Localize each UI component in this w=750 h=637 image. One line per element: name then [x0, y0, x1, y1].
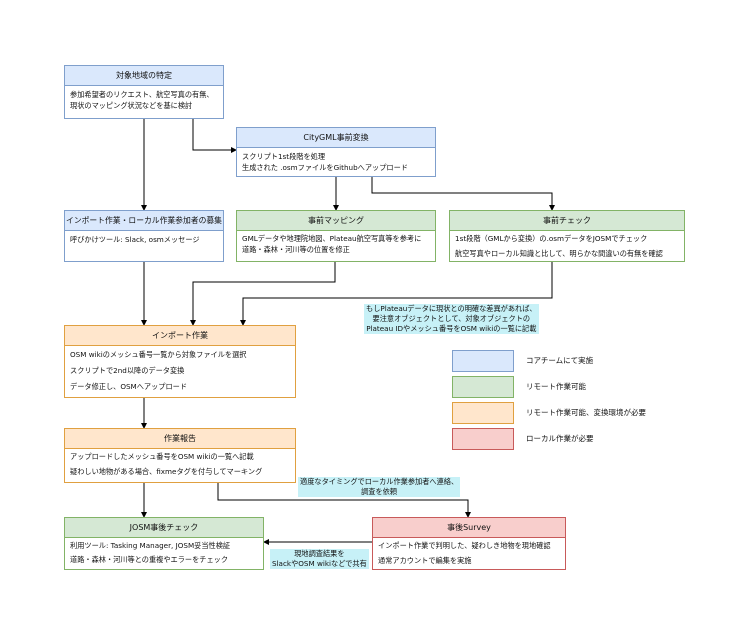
node-survey-line-2: 通常アカウントで編集を実施	[378, 556, 472, 565]
node-import-title: インポート作業	[65, 326, 295, 346]
note-share-results: 現地調査結果を SlackやOSM wikiなどで共有	[270, 549, 369, 569]
node-target-title: 対象地域の特定	[65, 66, 223, 86]
node-survey-line-1: インポート作業で判明した、疑わしき地物を現地確認	[378, 541, 551, 550]
node-target-line-1: 参加希望者のリクエスト、航空写真の有無、	[70, 90, 214, 99]
legend-label-local: ローカル作業が必要	[526, 434, 594, 443]
note-plateau-diff-line-3: Plateau IDやメッシュ番号をOSM wikiの一覧に記載	[366, 324, 537, 333]
legend-label-remote-env: リモート作業可能、変換環境が必要	[526, 408, 646, 417]
node-recruit[interactable]: インポート作業・ローカル作業参加者の募集 呼びかけツール: Slack, osm…	[64, 210, 224, 262]
edge-premap-import	[190, 262, 336, 326]
node-premap-line-1: GMLデータや地理院地図、Plateau航空写真等を参考に	[242, 234, 422, 243]
node-premap[interactable]: 事前マッピング GMLデータや地理院地図、Plateau航空写真等を参考に 道路…	[236, 210, 436, 262]
node-recruit-line-1: 呼びかけツール: Slack, osmメッセージ	[70, 235, 200, 244]
legend-swatch-remote	[452, 376, 514, 398]
node-josm[interactable]: JOSM事後チェック 利用ツール: Tasking Manager, JOSM妥…	[64, 517, 264, 570]
node-josm-title: JOSM事後チェック	[65, 518, 263, 538]
node-precheck[interactable]: 事前チェック 1st段階（GMLから変換）の.osmデータをJOSMでチェック …	[449, 210, 685, 262]
edge-precheck-import	[240, 262, 553, 326]
note-plateau-diff: もしPlateauデータに現状との明確な差異があれば、 要注意オブジェクトとして…	[364, 304, 539, 334]
legend-swatch-remote-env	[452, 402, 514, 424]
note-contact-local-line-1: 適度なタイミングでローカル作業参加者へ連絡、	[300, 477, 459, 486]
node-citygml-line-2: 生成された .osmファイルをGithubへアップロード	[242, 163, 408, 172]
note-plateau-diff-line-2: 要注意オブジェクトとして、対象オブジェクトの	[372, 314, 531, 323]
node-survey-title: 事後Survey	[373, 518, 565, 538]
legend-label-remote: リモート作業可能	[526, 382, 586, 391]
edge-citygml-precheck	[371, 177, 555, 211]
node-import-line-3: データ修正し、OSMへアップロード	[70, 382, 188, 391]
node-premap-title: 事前マッピング	[237, 211, 435, 231]
note-contact-local-line-2: 調査を依頼	[361, 487, 398, 496]
edge-target-citygml	[192, 119, 237, 153]
node-target[interactable]: 対象地域の特定 参加希望者のリクエスト、航空写真の有無、 現状のマッピング状況な…	[64, 65, 224, 119]
node-report-title: 作業報告	[65, 429, 295, 449]
edge-report-survey	[217, 483, 471, 518]
node-precheck-line-2: 航空写真やローカル知識と比して、明らかな間違いの有無を確認	[455, 249, 663, 258]
node-import-line-2: スクリプトで2nd以降のデータ変換	[70, 366, 185, 375]
node-import-line-1: OSM wikiのメッシュ番号一覧から対象ファイルを選択	[70, 350, 247, 359]
node-precheck-line-1: 1st段階（GMLから変換）の.osmデータをJOSMでチェック	[455, 234, 648, 243]
node-josm-line-2: 道路・森林・河川等との重複やエラーをチェック	[70, 555, 229, 564]
node-target-line-2: 現状のマッピング状況などを基に検討	[70, 101, 193, 110]
legend-swatch-core	[452, 350, 514, 372]
node-recruit-title: インポート作業・ローカル作業参加者の募集	[65, 211, 223, 231]
node-import[interactable]: インポート作業 OSM wikiのメッシュ番号一覧から対象ファイルを選択 スクリ…	[64, 325, 296, 398]
node-precheck-title: 事前チェック	[450, 211, 684, 231]
node-josm-line-1: 利用ツール: Tasking Manager, JOSM妥当性検証	[70, 541, 231, 550]
node-premap-line-2: 道路・森林・河川等の位置を修正	[242, 245, 350, 254]
legend-label-core: コアチームにて実施	[526, 356, 594, 365]
node-report-line-1: アップロードしたメッシュ番号をOSM wikiの一覧へ記載	[70, 452, 254, 461]
note-share-results-line-1: 現地調査結果を	[294, 549, 345, 558]
node-survey[interactable]: 事後Survey インポート作業で判明した、疑わしき地物を現地確認 通常アカウン…	[372, 517, 566, 570]
note-contact-local: 適度なタイミングでローカル作業参加者へ連絡、 調査を依頼	[298, 477, 461, 497]
node-report-line-2: 疑わしい地物がある場合、fixmeタグを付与してマーキング	[70, 467, 263, 476]
node-citygml[interactable]: CityGML事前変換 スクリプト1st段階を処理 生成された .osmファイル…	[236, 127, 436, 177]
node-citygml-line-1: スクリプト1st段階を処理	[242, 152, 326, 161]
note-share-results-line-2: SlackやOSM wikiなどで共有	[272, 559, 367, 568]
node-report[interactable]: 作業報告 アップロードしたメッシュ番号をOSM wikiの一覧へ記載 疑わしい地…	[64, 428, 296, 483]
node-citygml-title: CityGML事前変換	[237, 128, 435, 148]
note-plateau-diff-line-1: もしPlateauデータに現状との明確な差異があれば、	[366, 304, 537, 313]
legend-swatch-local	[452, 428, 514, 450]
